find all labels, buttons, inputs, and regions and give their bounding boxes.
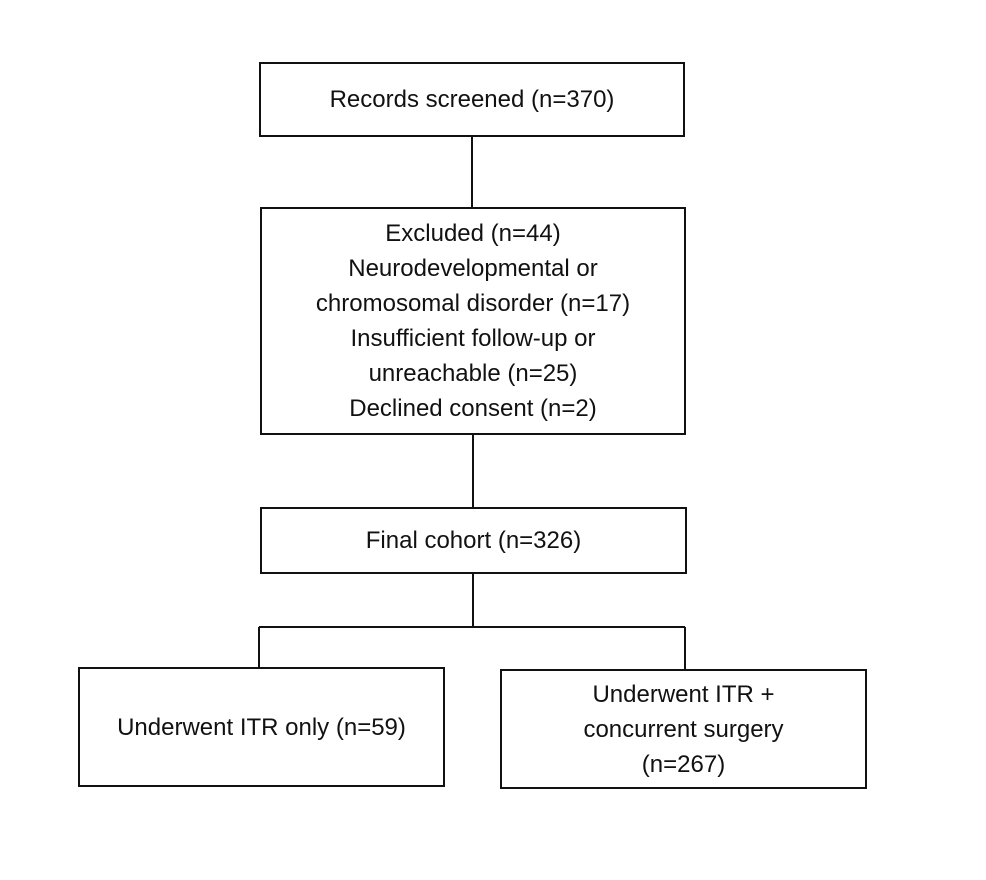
itr-only-label: Underwent ITR only (n=59)	[117, 713, 406, 741]
excluded-reason-consent: Declined consent (n=2)	[349, 395, 597, 422]
final-cohort-box: Final cohort (n=326)	[260, 507, 687, 574]
excluded-reason-neuro-line2: chromosomal disorder (n=17)	[315, 290, 631, 317]
excluded-title: Excluded (n=44)	[385, 220, 561, 247]
itr-concurrent-box: Underwent ITR + concurrent surgery (n=26…	[500, 669, 867, 789]
itr-only-box: Underwent ITR only (n=59)	[78, 667, 445, 787]
excluded-reason-followup-line1: Insufficient follow-up or	[350, 325, 596, 352]
excluded-box: Excluded (n=44) Neurodevelopmental or ch…	[260, 207, 686, 435]
itr-concurrent-line3: (n=267)	[641, 750, 726, 778]
final-cohort-label: Final cohort (n=326)	[365, 527, 582, 554]
excluded-reason-neuro-line1: Neurodevelopmental or	[348, 255, 598, 282]
excluded-reason-followup-line2: unreachable (n=25)	[368, 360, 578, 387]
itr-concurrent-line1: Underwent ITR +	[592, 680, 775, 708]
records-screened-box: Records screened (n=370)	[259, 62, 685, 137]
records-screened-label: Records screened (n=370)	[329, 86, 615, 113]
itr-concurrent-line2: concurrent surgery	[583, 715, 784, 743]
